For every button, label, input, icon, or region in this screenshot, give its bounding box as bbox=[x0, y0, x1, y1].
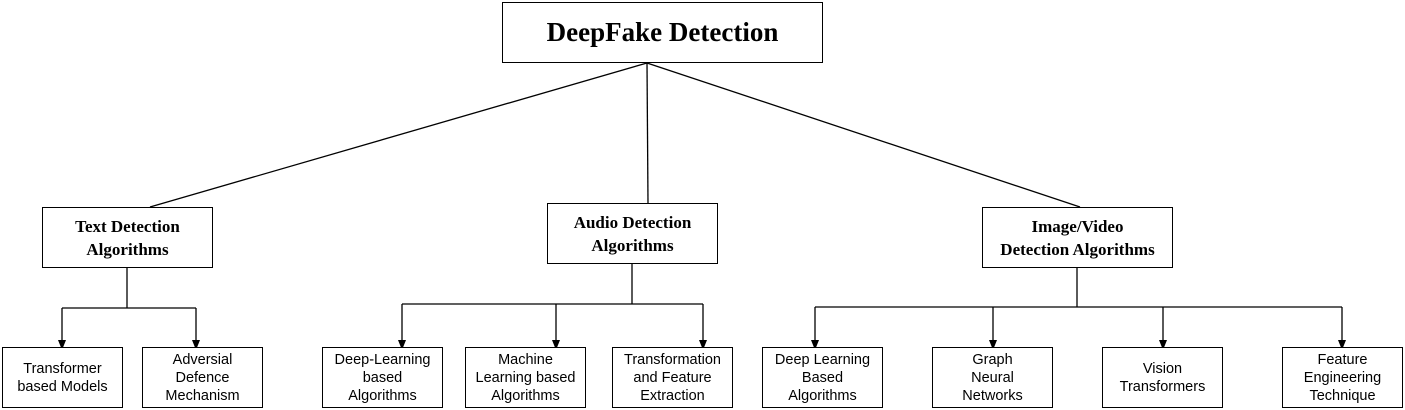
root-label: DeepFake Detection bbox=[546, 17, 779, 47]
leaf-label: Feature Engineering Technique bbox=[1303, 351, 1382, 404]
text-branches bbox=[58, 268, 200, 350]
leaf-label: Deep Learning Based Algorithms bbox=[774, 351, 871, 404]
leaf-graph-neural-networks: Graph Neural Networks bbox=[932, 347, 1053, 408]
edge-root-image bbox=[646, 62, 1081, 208]
leaf-label: Transformation and Feature Extraction bbox=[624, 351, 721, 404]
leaf-label: Deep-Learning based Algorithms bbox=[334, 351, 431, 404]
leaf-label: Transformer based Models bbox=[17, 360, 108, 395]
root-node: DeepFake Detection bbox=[502, 2, 823, 63]
audio-branches bbox=[398, 264, 707, 350]
leaf-transformer-based-models: Transformer based Models bbox=[2, 347, 123, 408]
leaf-adversial-defence-mechanism: Adversial Defence Mechanism bbox=[142, 347, 263, 408]
category-label: Image/Video Detection Algorithms bbox=[1000, 216, 1155, 259]
leaf-deep-learning-based-algorithms: Deep-Learning based Algorithms bbox=[322, 347, 443, 408]
leaf-transformation-and-feature-extraction: Transformation and Feature Extraction bbox=[612, 347, 733, 408]
category-label: Audio Detection Algorithms bbox=[573, 212, 692, 255]
leaf-label: Adversial Defence Mechanism bbox=[165, 351, 240, 404]
category-text-detection: Text Detection Algorithms bbox=[42, 207, 213, 268]
image-branches bbox=[811, 268, 1346, 350]
leaf-label: Graph Neural Networks bbox=[962, 351, 1023, 404]
leaf-label: Machine Learning based Algorithms bbox=[475, 351, 576, 404]
category-audio-detection: Audio Detection Algorithms bbox=[547, 203, 718, 264]
leaf-vision-transformers: Vision Transformers bbox=[1102, 347, 1223, 408]
leaf-label: Vision Transformers bbox=[1119, 360, 1206, 395]
leaf-deep-learning-based-algorithms-image: Deep Learning Based Algorithms bbox=[762, 347, 883, 408]
category-image-video-detection: Image/Video Detection Algorithms bbox=[982, 207, 1173, 268]
leaf-feature-engineering-technique: Feature Engineering Technique bbox=[1282, 347, 1403, 408]
edge-root-text bbox=[149, 62, 648, 208]
category-label: Text Detection Algorithms bbox=[75, 216, 180, 259]
leaf-machine-learning-based-algorithms: Machine Learning based Algorithms bbox=[465, 347, 586, 408]
edge-root-audio bbox=[646, 62, 649, 204]
